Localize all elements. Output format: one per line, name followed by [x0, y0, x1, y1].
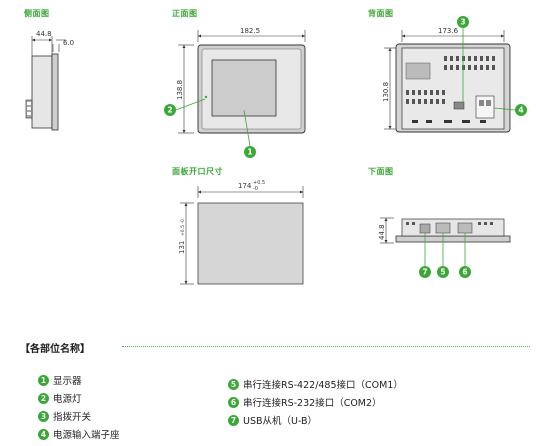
bottom-depth-dim: 44.8 [378, 224, 386, 240]
cutout-area [197, 202, 304, 285]
back-view-title: 背面图 [368, 9, 394, 18]
front-height-dim: 138.8 [176, 80, 184, 100]
svg-text:1: 1 [247, 148, 252, 157]
callout-5 [437, 266, 449, 278]
svg-text:6: 6 [462, 268, 467, 277]
legend-item: 7 USB从机（U-B） [228, 411, 403, 429]
dip-switch [453, 101, 465, 110]
front-view: 182.5 138.8 [176, 27, 306, 134]
cutout-height-tol: +0.5 -0 [180, 219, 186, 236]
legend-label: USB从机（U-B） [243, 416, 318, 427]
legend-item: 4 电源输入端子座 [38, 425, 120, 443]
power-led [204, 95, 208, 99]
svg-text:7: 7 [422, 268, 427, 277]
callout-4 [515, 104, 527, 116]
legend-label: 电源灯 [53, 394, 82, 405]
com2-port [457, 222, 473, 234]
legend-badge: 6 [228, 396, 239, 408]
usb-port [419, 223, 431, 234]
side-view-title: 侧面图 [24, 9, 50, 18]
callout-7 [419, 266, 431, 278]
svg-text:2: 2 [167, 106, 172, 115]
side-width-dim: 44.8 [36, 30, 52, 38]
legend-badge: 7 [228, 414, 239, 426]
cutout-view-title: 面板开口尺寸 [172, 167, 223, 176]
legend-badge: 4 [38, 428, 49, 440]
legend-label: 串行连接RS-422/485接口（COM1） [243, 380, 403, 391]
power-terminal [475, 95, 495, 119]
section-divider [122, 346, 530, 347]
back-height-dim: 130.8 [382, 82, 390, 102]
legend-left: 1 显示器 2 电源灯 3 指拨开关 4 电源输入端子座 [38, 371, 120, 443]
legend-item: 1 显示器 [38, 371, 120, 389]
cutout-width-tol-plus: +0.5 [253, 180, 265, 186]
parts-section-heading: 【各部位名称】 [20, 344, 90, 355]
front-width-dim: 182.5 [240, 27, 260, 35]
legend-label: 指拨开关 [53, 412, 92, 423]
front-view-title: 正面图 [172, 9, 198, 18]
legend-badge: 5 [228, 378, 239, 390]
callouts: 1 2 3 4 5 6 7 [164, 16, 527, 278]
side-bezel-dim: 6.0 [63, 39, 74, 47]
legend-item: 6 串行连接RS-232接口（COM2） [228, 393, 403, 411]
bottom-view: 44.8 [378, 217, 511, 244]
cutout-height-dim: 131 [178, 241, 186, 254]
legend-label: 电源输入端子座 [53, 430, 120, 441]
legend-item: 2 电源灯 [38, 389, 120, 407]
legend-item: 5 串行连接RS-422/485接口（COM1） [228, 375, 403, 393]
bottom-body [401, 218, 505, 237]
legend-badge: 2 [38, 392, 49, 404]
drawings: 44.8 6.0 182.5 138.8 1 7 3 [25, 16, 527, 285]
side-bezel [51, 53, 59, 131]
svg-text:4: 4 [518, 106, 523, 115]
legend-label: 显示器 [53, 376, 82, 387]
legend-right: 5 串行连接RS-422/485接口（COM1） 6 串行连接RS-232接口（… [228, 375, 403, 429]
bottom-bezel [395, 235, 511, 243]
side-body [31, 55, 53, 129]
back-width-dim: 173.6 [438, 27, 459, 35]
svg-text:5: 5 [440, 268, 445, 277]
cutout-view: 174 +0.5 -0 131 +0.5 -0 [178, 180, 304, 285]
cutout-width-tol-minus: -0 [253, 186, 258, 192]
svg-text:3: 3 [460, 18, 465, 27]
front-display [211, 59, 277, 117]
cutout-width-dim: 174 [238, 182, 252, 190]
com1-port [435, 222, 451, 234]
legend-badge: 1 [38, 374, 49, 386]
back-view: 173.6 130.8 [382, 27, 511, 133]
bottom-view-title: 下面图 [368, 167, 394, 176]
side-view: 44.8 6.0 [25, 30, 74, 131]
legend-item: 3 指拨开关 [38, 407, 120, 425]
callout-3 [457, 16, 469, 28]
legend-badge: 3 [38, 410, 49, 422]
callout-1 [244, 146, 256, 158]
legend-label: 串行连接RS-232接口（COM2） [243, 398, 382, 409]
callout-6 [459, 266, 471, 278]
callout-2 [164, 104, 176, 116]
